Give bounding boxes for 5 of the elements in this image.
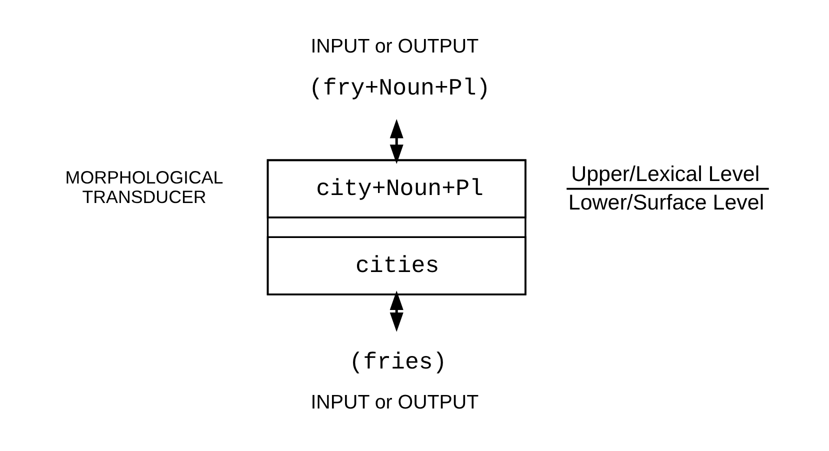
label: Upper/Lexical Level — [571, 162, 760, 186]
node-text: (fries) INPUT or OUTPUT — [310, 349, 479, 414]
node-label: MORPHOLOGICAL TRANSDUCER — [65, 167, 224, 208]
node-text: INPUT or OUTPUT (fry+Noun+Pl) — [308, 35, 490, 102]
label: Lower/Surface Level — [568, 190, 764, 215]
